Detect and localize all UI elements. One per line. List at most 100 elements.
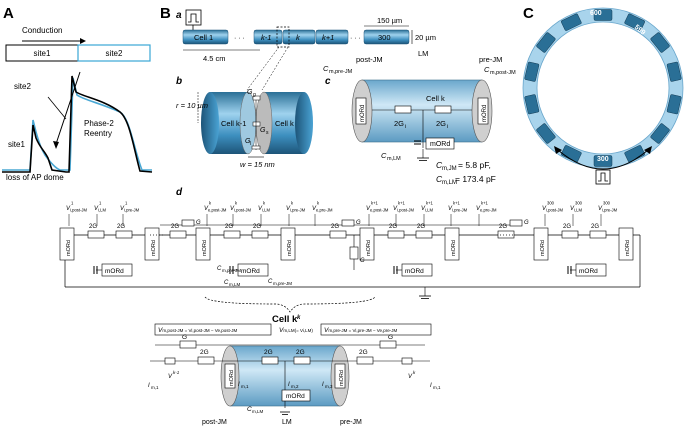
cell-kp1-label: k+1 [322, 33, 334, 42]
voltage-label: Ve,post-JMk [204, 201, 227, 213]
detail-gs-right: G [388, 334, 393, 341]
cell-k-brace [204, 296, 376, 313]
site2-trace-label: site2 [14, 82, 31, 91]
gs-sub: s [266, 130, 269, 136]
detail-pre-label: pre-JM [340, 419, 362, 426]
voltage-label: Vi,LMk [258, 201, 270, 213]
propagation-arrow [557, 149, 649, 170]
cell-k-title-k: k [297, 315, 301, 321]
reentry-arrowhead [53, 141, 59, 149]
eq-box-lm-text: Vm,LM(= Vi,LM) [279, 327, 313, 334]
cell-300-block-mord-right [618, 227, 634, 261]
cell-kp1-block-mord-right-label: mORd [451, 240, 457, 256]
detail-lm-label: LM [282, 419, 292, 426]
ring-cell [624, 13, 645, 31]
voltage-label: Vi,LM300 [570, 201, 583, 213]
panel-c-label: C [523, 5, 534, 22]
voltage-label: Vi,LMk+1 [421, 201, 434, 213]
loss-dome-caption: loss of AP dome [6, 173, 64, 182]
detail-vkm1: V [168, 374, 173, 380]
zoom-line-right [261, 46, 289, 91]
two-gi-left-sub: i [405, 124, 406, 130]
gg-label: G [247, 89, 253, 96]
gl-label: G [245, 138, 251, 145]
cell-k-block-mord-right [280, 227, 296, 261]
detail-vkp1-sup: k [413, 370, 416, 375]
cell-k-cylinder [282, 29, 316, 45]
detail-mord-pre [334, 363, 346, 389]
gap-left-g-label: G [196, 220, 201, 226]
mord-post-box [355, 97, 367, 125]
zoom-box [276, 26, 290, 48]
cell-kp1-block-gi1 [387, 230, 405, 239]
cell-1-block-mord-right [144, 227, 160, 261]
cell-k-block-2g-label1: 2G [225, 224, 233, 230]
cell-k-block-mord-lm-label: mORd [241, 268, 260, 275]
detail-vkp1: V [408, 374, 413, 380]
cell-1-block-2g-label2: 2G [117, 224, 125, 230]
voltage-label: Vi,post-JM1 [66, 201, 88, 213]
eq-jm-label: C [436, 160, 443, 170]
voltage-label: Ve,pre-JMk [312, 201, 333, 213]
cell-kp1-block-mord-left [359, 227, 375, 261]
cell-kp1-block-gi2 [415, 230, 433, 239]
ring-cell [536, 32, 556, 53]
cell-300-cylinder [363, 29, 410, 45]
ring-cell [650, 32, 670, 53]
detail-2gi-mid2 [293, 356, 311, 365]
ring-cells [524, 9, 682, 167]
panel-a-label: A [3, 5, 14, 22]
mord-lm-box [425, 137, 455, 150]
panel-d: d Vi,post-JM1Vi,LM1Vi,pre-JM1Ve,post-JMk… [59, 187, 641, 426]
cell-k-label: k [296, 33, 301, 42]
site1-trace-label: site1 [8, 140, 25, 149]
ring-cell [593, 9, 613, 21]
eq-lm-val: = 173.4 pF [455, 174, 496, 184]
stimulus-pulse-c [598, 172, 608, 182]
voltage-label: Vi,pre-JMk+1 [448, 201, 468, 213]
cell-kp1-block-2g-label2: 2G [417, 224, 425, 230]
detail-2gi-right [356, 356, 374, 365]
panel-bc-label: c [325, 76, 331, 87]
diameter-label: 20 µm [415, 33, 436, 42]
gap-right-2g-label: 2G [499, 224, 507, 230]
ring-cell [666, 61, 682, 82]
cell-300-block-mord-left [533, 227, 549, 261]
two-gi-right: 2G [436, 119, 446, 128]
detail-im1-right: I [430, 383, 432, 389]
detail-mord-post [224, 363, 236, 389]
detail-mord-lm [281, 389, 311, 402]
site2-box-label: site2 [106, 49, 123, 58]
voltage-label: Vi,pre-JM300 [598, 201, 618, 213]
eq-lm-label: C [436, 174, 443, 184]
post-jm-label: post-JM [356, 55, 383, 64]
phase2-line1: Phase-2 [84, 119, 114, 128]
cell-kp1-block-mord-left-label: mORd [366, 240, 372, 256]
cell-1-block-mord-left-label: mORd [66, 240, 72, 256]
eq-lm-sub: m,LM [442, 180, 457, 186]
cell-1-label: Cell 1 [194, 33, 213, 42]
eq-box-post-text: Vm,post-JM = Vi,post-JM − Ve,post-JM [158, 327, 238, 334]
detail-im1-right-sub: m,1 [433, 385, 441, 390]
mord-lm-label: mORd [430, 141, 450, 148]
cell-length-label: 150 µm [377, 16, 402, 25]
cm-label-a-sub: m,LM [229, 282, 241, 287]
voltage-label: Vi,post-JMk+1 [393, 201, 415, 213]
cm-post-sub: m,post-JM [490, 70, 516, 76]
voltage-label: Ve,pre-JMk+1 [476, 201, 497, 213]
cell-300-block-gi2 [589, 230, 607, 239]
cell-300-block-mord-left-label: mORd [540, 240, 546, 256]
gap-right-gs [509, 219, 523, 227]
detail-mord-lm-label: mORd [286, 393, 305, 400]
cell-k-block-gi2 [251, 230, 269, 239]
panel-d-label: d [176, 187, 183, 198]
cell-k-block-mord-left [195, 227, 211, 261]
total-length-label: 4.5 cm [203, 54, 226, 63]
detail-2gi-mid1 [261, 356, 279, 365]
cell-k-cylinder-c [361, 79, 483, 143]
detail-2gi-left [197, 356, 215, 365]
cell-kp1-block-mord-right [444, 227, 460, 261]
detail-vkm1-sup: k-1 [173, 370, 180, 375]
voltage-label: Vi,pre-JM1 [120, 201, 140, 213]
ring-cell [561, 145, 582, 163]
